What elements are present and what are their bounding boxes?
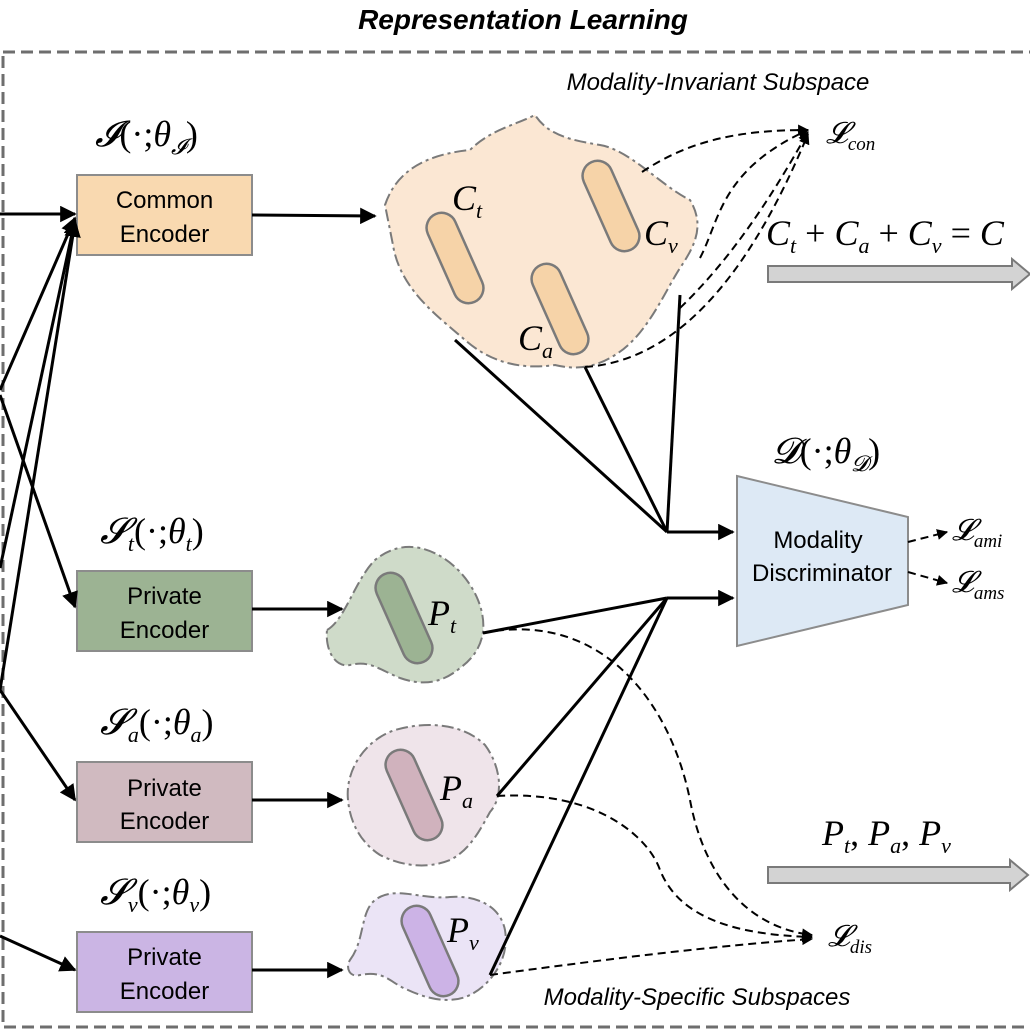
ct-label: Ct — [452, 178, 483, 223]
private-t-label-line2: Encoder — [120, 617, 209, 644]
common-encoder-label-line1: Common — [116, 187, 213, 214]
discriminator-label-line2: Discriminator — [752, 560, 892, 587]
private-a-function-label: 𝓢a(·;θa) — [100, 702, 214, 747]
loss-connectors — [482, 124, 949, 976]
common-encoder-label-line2: Encoder — [120, 221, 209, 248]
encoder-output-connectors — [251, 207, 377, 979]
loss-con-label: 𝓛con — [826, 117, 875, 155]
private-encoder-v: Private Encoder — [76, 931, 253, 1013]
discriminator-label-line1: Modality — [773, 527, 862, 554]
capsule-cv — [581, 159, 641, 253]
common-encoder-function-label: 𝓘(·;θ𝓘) — [95, 114, 198, 159]
private-output-arrow — [767, 857, 1030, 893]
loss-ams-label: 𝓛ams — [952, 566, 1004, 604]
discriminator-input-connectors — [453, 294, 735, 976]
private-t-label-line1: Private — [127, 583, 202, 610]
private-encoder-a: Private Encoder — [76, 761, 253, 843]
capsule-pv — [400, 904, 460, 998]
diagram-title: Representation Learning — [358, 4, 688, 35]
input-connectors — [0, 205, 81, 972]
invariant-subspace-blob — [383, 113, 699, 369]
loss-dis-label: 𝓛dis — [828, 920, 872, 958]
private-encoder-t: Private Encoder — [76, 570, 253, 652]
common-encoder: Common Encoder — [76, 174, 253, 256]
capsule-pt — [374, 571, 434, 665]
specific-subspace-label: Modality-Specific Subspaces — [544, 984, 851, 1011]
private-output-equation: Pt, Pa, Pv — [821, 813, 951, 858]
ca-label: Ca — [518, 318, 553, 363]
private-t-function-label: 𝓢t(·;θt) — [100, 511, 204, 556]
pv-label: Pv — [446, 910, 479, 955]
pt-label: Pt — [427, 593, 457, 638]
cv-label: Cv — [644, 213, 678, 258]
private-a-label-line2: Encoder — [120, 808, 209, 835]
invariant-subspace-label: Modality-Invariant Subspace — [567, 69, 870, 96]
private-v-label-line2: Encoder — [120, 978, 209, 1005]
pa-label: Pa — [439, 768, 473, 813]
discriminator-function-label: 𝓓(·;θ𝓓) — [772, 431, 880, 476]
capsule-ca — [530, 262, 590, 356]
private-a-label-line1: Private — [127, 775, 202, 802]
capsule-pa — [384, 748, 444, 842]
private-v-label-line1: Private — [127, 944, 202, 971]
loss-ami-label: 𝓛ami — [952, 514, 1002, 552]
private-v-function-label: 𝓢v(·;θv) — [100, 872, 211, 917]
modality-discriminator: Modality Discriminator — [736, 474, 909, 648]
common-output-arrow — [767, 256, 1030, 292]
capsule-ct — [425, 211, 485, 305]
common-output-equation: Ct + Ca + Cv = C — [766, 213, 1005, 258]
